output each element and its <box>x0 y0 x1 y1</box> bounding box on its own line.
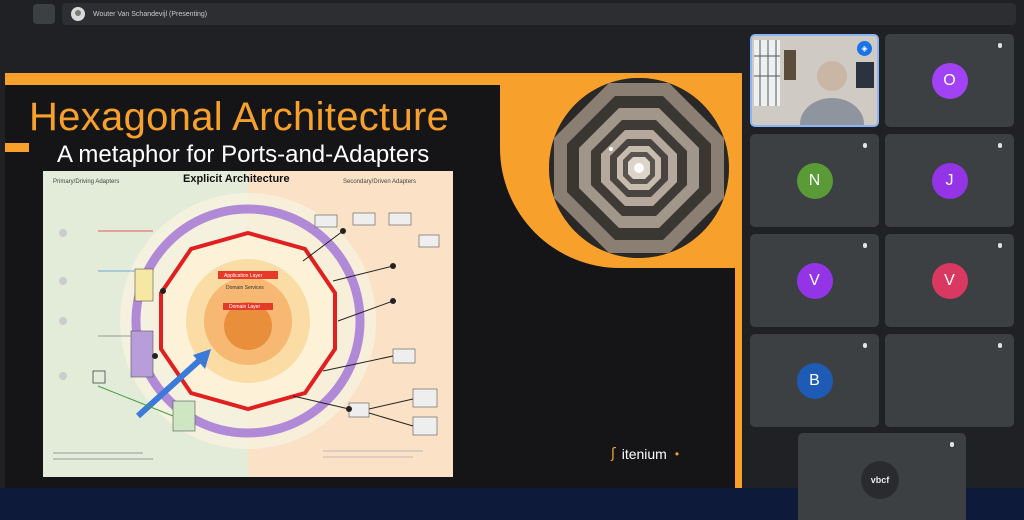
slide-subtitle: A metaphor for Ports-and-Adapters <box>57 141 430 168</box>
slide-brand: ʃ itenium • <box>611 446 679 462</box>
presenter-avatar <box>71 7 85 21</box>
presenter-banner[interactable]: Wouter Van Schandevijl (Presenting) <box>62 3 1016 25</box>
participant-tile[interactable]: V <box>885 234 1014 327</box>
participant-tile-video[interactable]: ◈ <box>750 34 879 127</box>
participant-tile[interactable]: N <box>750 134 879 227</box>
sidebar-toggle-button[interactable] <box>33 4 55 24</box>
participant-avatar: N <box>796 162 833 199</box>
tunnel-image <box>549 78 729 258</box>
shared-slide: Hexagonal Architecture A metaphor for Po… <box>5 73 742 488</box>
participant-tile-logo[interactable]: vbcf <box>798 433 966 520</box>
participant-avatar: O <box>931 62 968 99</box>
participant-tile[interactable]: O <box>885 34 1014 127</box>
participant-tile[interactable] <box>885 334 1014 427</box>
brand-logo-icon: ʃ <box>611 446 616 462</box>
brand-name: itenium <box>621 446 667 462</box>
diagram-title: Explicit Architecture <box>183 173 290 185</box>
diagram-layer-application: Application Layer <box>224 273 263 279</box>
presenter-name: Wouter Van Schandevijl (Presenting) <box>93 10 208 18</box>
mic-muted-icon <box>998 243 1002 248</box>
slide-accent-tick <box>5 143 29 152</box>
mic-muted-icon <box>950 442 954 447</box>
participant-avatar: B <box>796 362 833 399</box>
mic-muted-icon <box>863 243 867 248</box>
participant-logo: vbcf <box>861 461 899 499</box>
diagram-layer-domain-services: Domain Services <box>226 285 264 291</box>
mic-muted-icon <box>998 143 1002 148</box>
mic-muted-icon <box>863 143 867 148</box>
mic-muted-icon <box>998 343 1002 348</box>
brand-dot-icon: • <box>674 447 680 461</box>
participant-avatar: V <box>796 262 833 299</box>
top-bar: Wouter Van Schandevijl (Presenting) <box>0 0 1024 28</box>
participant-tile[interactable]: V <box>750 234 879 327</box>
pointer-indicator <box>609 147 613 151</box>
architecture-diagram: Primary/Driving Adapters Secondary/Drive… <box>43 171 453 477</box>
diagram-left-header: Primary/Driving Adapters <box>53 179 119 185</box>
slide-title: Hexagonal Architecture <box>29 95 450 139</box>
mic-muted-icon <box>998 43 1002 48</box>
participant-avatar: J <box>931 162 968 199</box>
mic-muted-icon <box>863 343 867 348</box>
diagram-layer-domain: Domain Layer <box>229 304 260 310</box>
diagram-right-header: Secondary/Driven Adapters <box>343 179 416 185</box>
webcam-feed <box>752 36 877 125</box>
pin-icon[interactable]: ◈ <box>857 41 872 56</box>
participant-tile[interactable]: B <box>750 334 879 427</box>
participant-avatar: V <box>931 262 968 299</box>
slide-accent-edge <box>735 73 742 488</box>
participant-tile[interactable]: J <box>885 134 1014 227</box>
